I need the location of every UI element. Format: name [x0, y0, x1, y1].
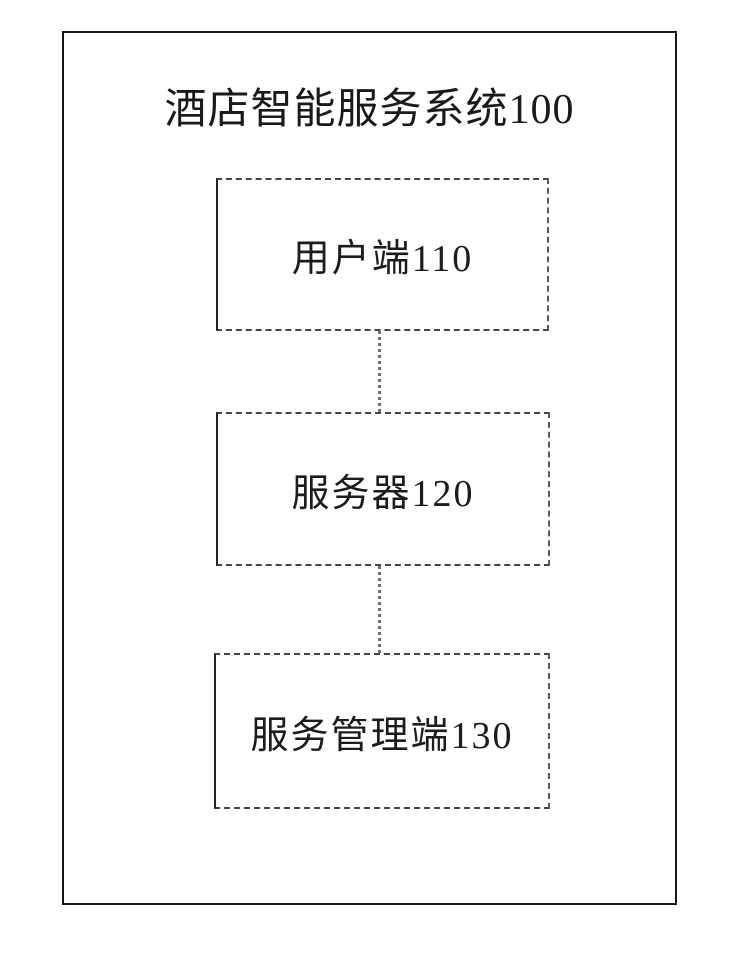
connector-line-user-to-server: [378, 331, 381, 412]
diagram-title: 酒店智能服务系统100: [164, 87, 575, 133]
node-user-terminal: 用户端110: [216, 178, 549, 331]
node-server: 服务器120: [216, 412, 550, 566]
node-service-management-label: 服务管理端130: [250, 714, 514, 757]
node-user-terminal-label: 用户端110: [291, 238, 474, 280]
connector-line-server-to-management: [378, 566, 381, 653]
node-service-management: 服务管理端130: [214, 653, 550, 809]
system-boundary-frame: 酒店智能服务系统100 用户端110 服务器120 服务管理端130: [62, 31, 677, 905]
node-server-label: 服务器120: [291, 472, 475, 515]
